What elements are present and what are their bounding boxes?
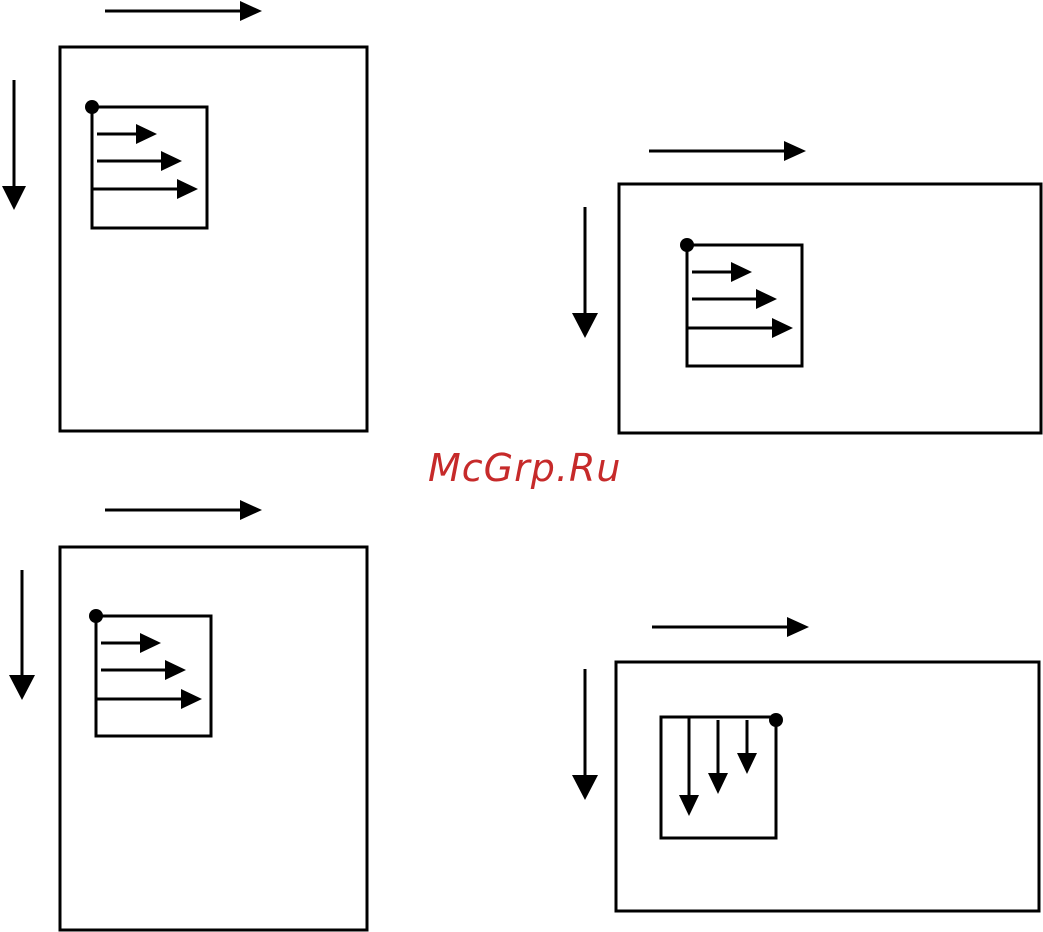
origin-dot xyxy=(85,100,99,114)
arrowhead-right xyxy=(240,1,262,21)
arrowhead-right xyxy=(165,660,186,680)
arrowhead-down xyxy=(572,313,598,338)
arrowhead-down xyxy=(737,753,757,774)
page-rect xyxy=(60,47,367,431)
arrowhead-right xyxy=(787,617,809,637)
arrowhead-right xyxy=(181,689,202,709)
arrowhead-down xyxy=(9,675,35,700)
scan-area-rect xyxy=(96,616,211,736)
arrowhead-down xyxy=(2,186,26,210)
scan-area-rect xyxy=(92,107,207,228)
arrowhead-right xyxy=(140,633,161,653)
arrowhead-down xyxy=(708,773,728,794)
arrowhead-right xyxy=(136,124,157,144)
arrowhead-right xyxy=(784,141,806,161)
page-rect xyxy=(60,547,367,930)
scan-area-rect xyxy=(687,245,802,366)
arrowhead-right xyxy=(731,262,752,282)
panel-bottom-right xyxy=(572,617,1039,911)
panel-top-right xyxy=(572,141,1041,433)
panel-bottom-left xyxy=(9,500,367,930)
origin-dot xyxy=(89,609,103,623)
arrowhead-right xyxy=(772,318,793,338)
origin-dot xyxy=(680,238,694,252)
origin-dot xyxy=(769,713,783,727)
arrowhead-down xyxy=(572,775,598,800)
page-rect xyxy=(619,184,1041,433)
arrowhead-right xyxy=(756,289,777,309)
panel-top-left xyxy=(2,1,367,431)
page-rect xyxy=(616,662,1039,911)
arrowhead-right xyxy=(161,151,182,171)
arrowhead-right xyxy=(240,500,262,520)
arrowhead-right xyxy=(177,179,198,199)
arrowhead-down xyxy=(679,795,699,816)
